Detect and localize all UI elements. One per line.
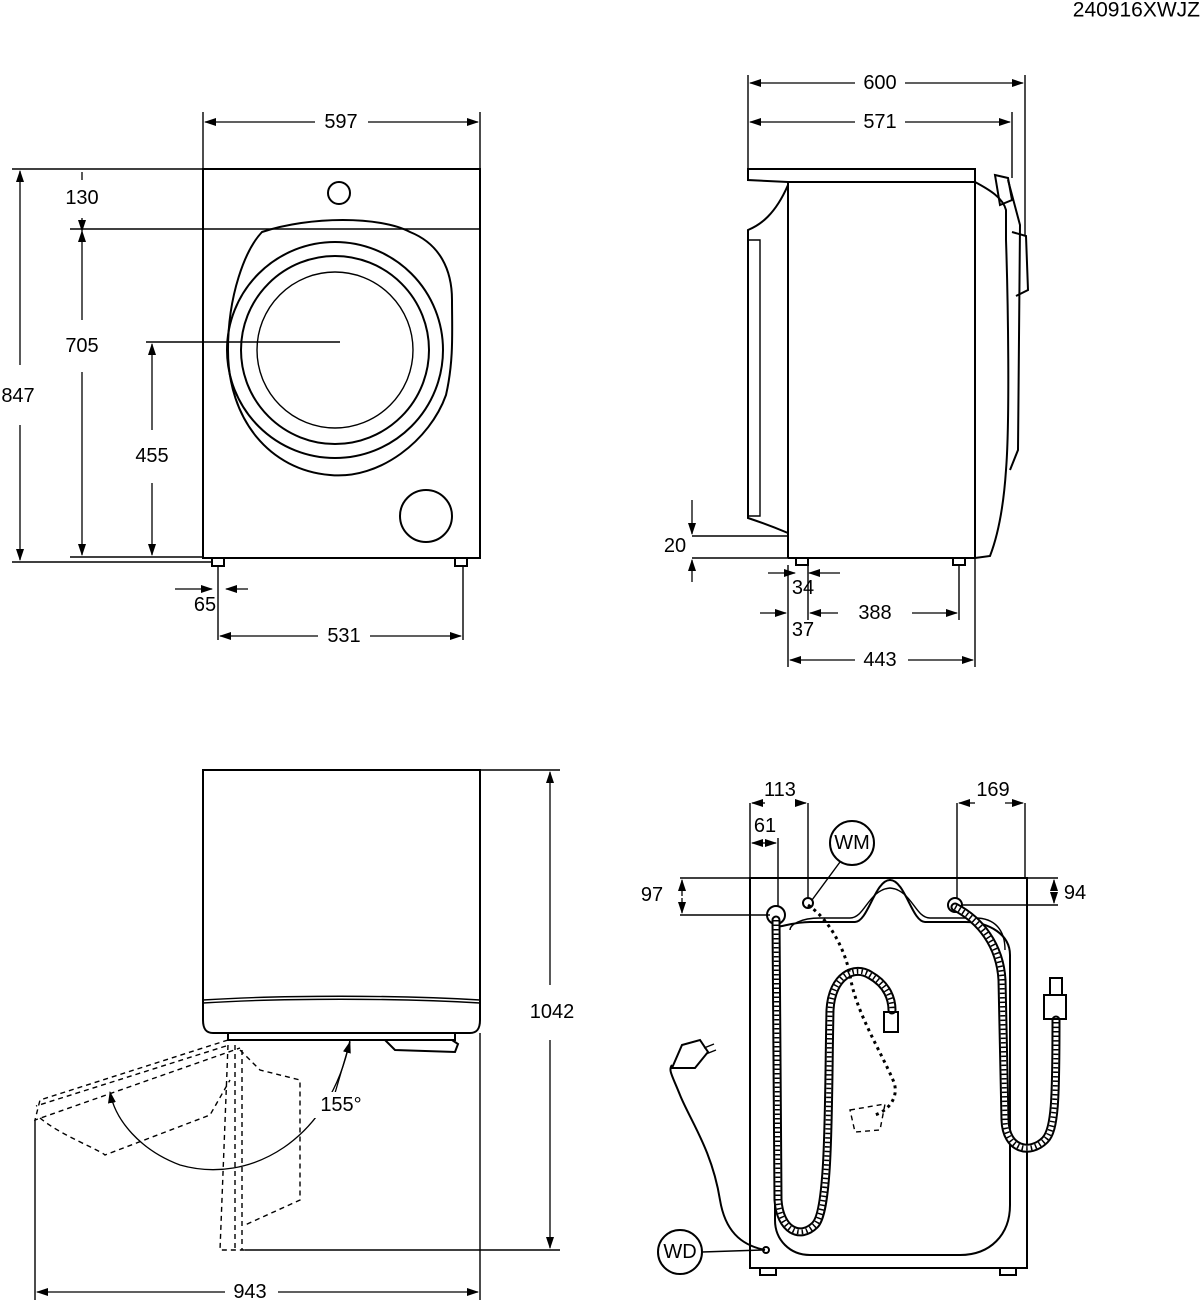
drawing-code: 240916XWJZ <box>1073 0 1200 21</box>
front-door-center-label: 455 <box>135 445 168 467</box>
back-drain-offset-label: 113 <box>764 779 796 801</box>
back-view: WM WD 113 61 169 97 <box>641 779 1086 1276</box>
wd-label: WD <box>663 1241 696 1263</box>
wm-label: WM <box>834 832 870 854</box>
side-depth-top-label: 571 <box>863 111 896 133</box>
side-body-depth-label: 443 <box>863 649 896 671</box>
top-width-label: 943 <box>233 1281 266 1300</box>
wm-callout-circle <box>829 820 875 866</box>
back-inlet-offset-label: 61 <box>754 815 776 837</box>
front-feet-span-label: 531 <box>327 625 360 647</box>
front-foot-offset-label: 65 <box>194 594 216 616</box>
side-feet-span-label: 388 <box>858 602 891 624</box>
back-inlet-height-label: 94 <box>1064 882 1086 904</box>
side-depth-total-label: 600 <box>863 72 896 94</box>
side-view: 600 571 20 34 388 37 443 <box>664 72 1030 671</box>
back-drain-height-label: 97 <box>641 884 663 906</box>
front-width-label: 597 <box>324 111 357 133</box>
front-top-panel-label: 130 <box>65 187 98 209</box>
top-door-angle-label: 155° <box>320 1094 361 1116</box>
side-foot-offset-label: 37 <box>792 619 814 641</box>
side-foot-width-label: 34 <box>792 577 814 599</box>
front-view: 597 847 130 705 455 65 531 <box>1 111 481 647</box>
front-door-height-label: 705 <box>65 335 98 357</box>
top-view: 155° 1042 943 <box>34 769 575 1300</box>
back-inlet-right-label: 169 <box>976 779 1009 801</box>
side-foot-height-label: 20 <box>664 535 686 557</box>
top-depth-label: 1042 <box>530 1001 575 1023</box>
front-total-height-label: 847 <box>1 385 34 407</box>
